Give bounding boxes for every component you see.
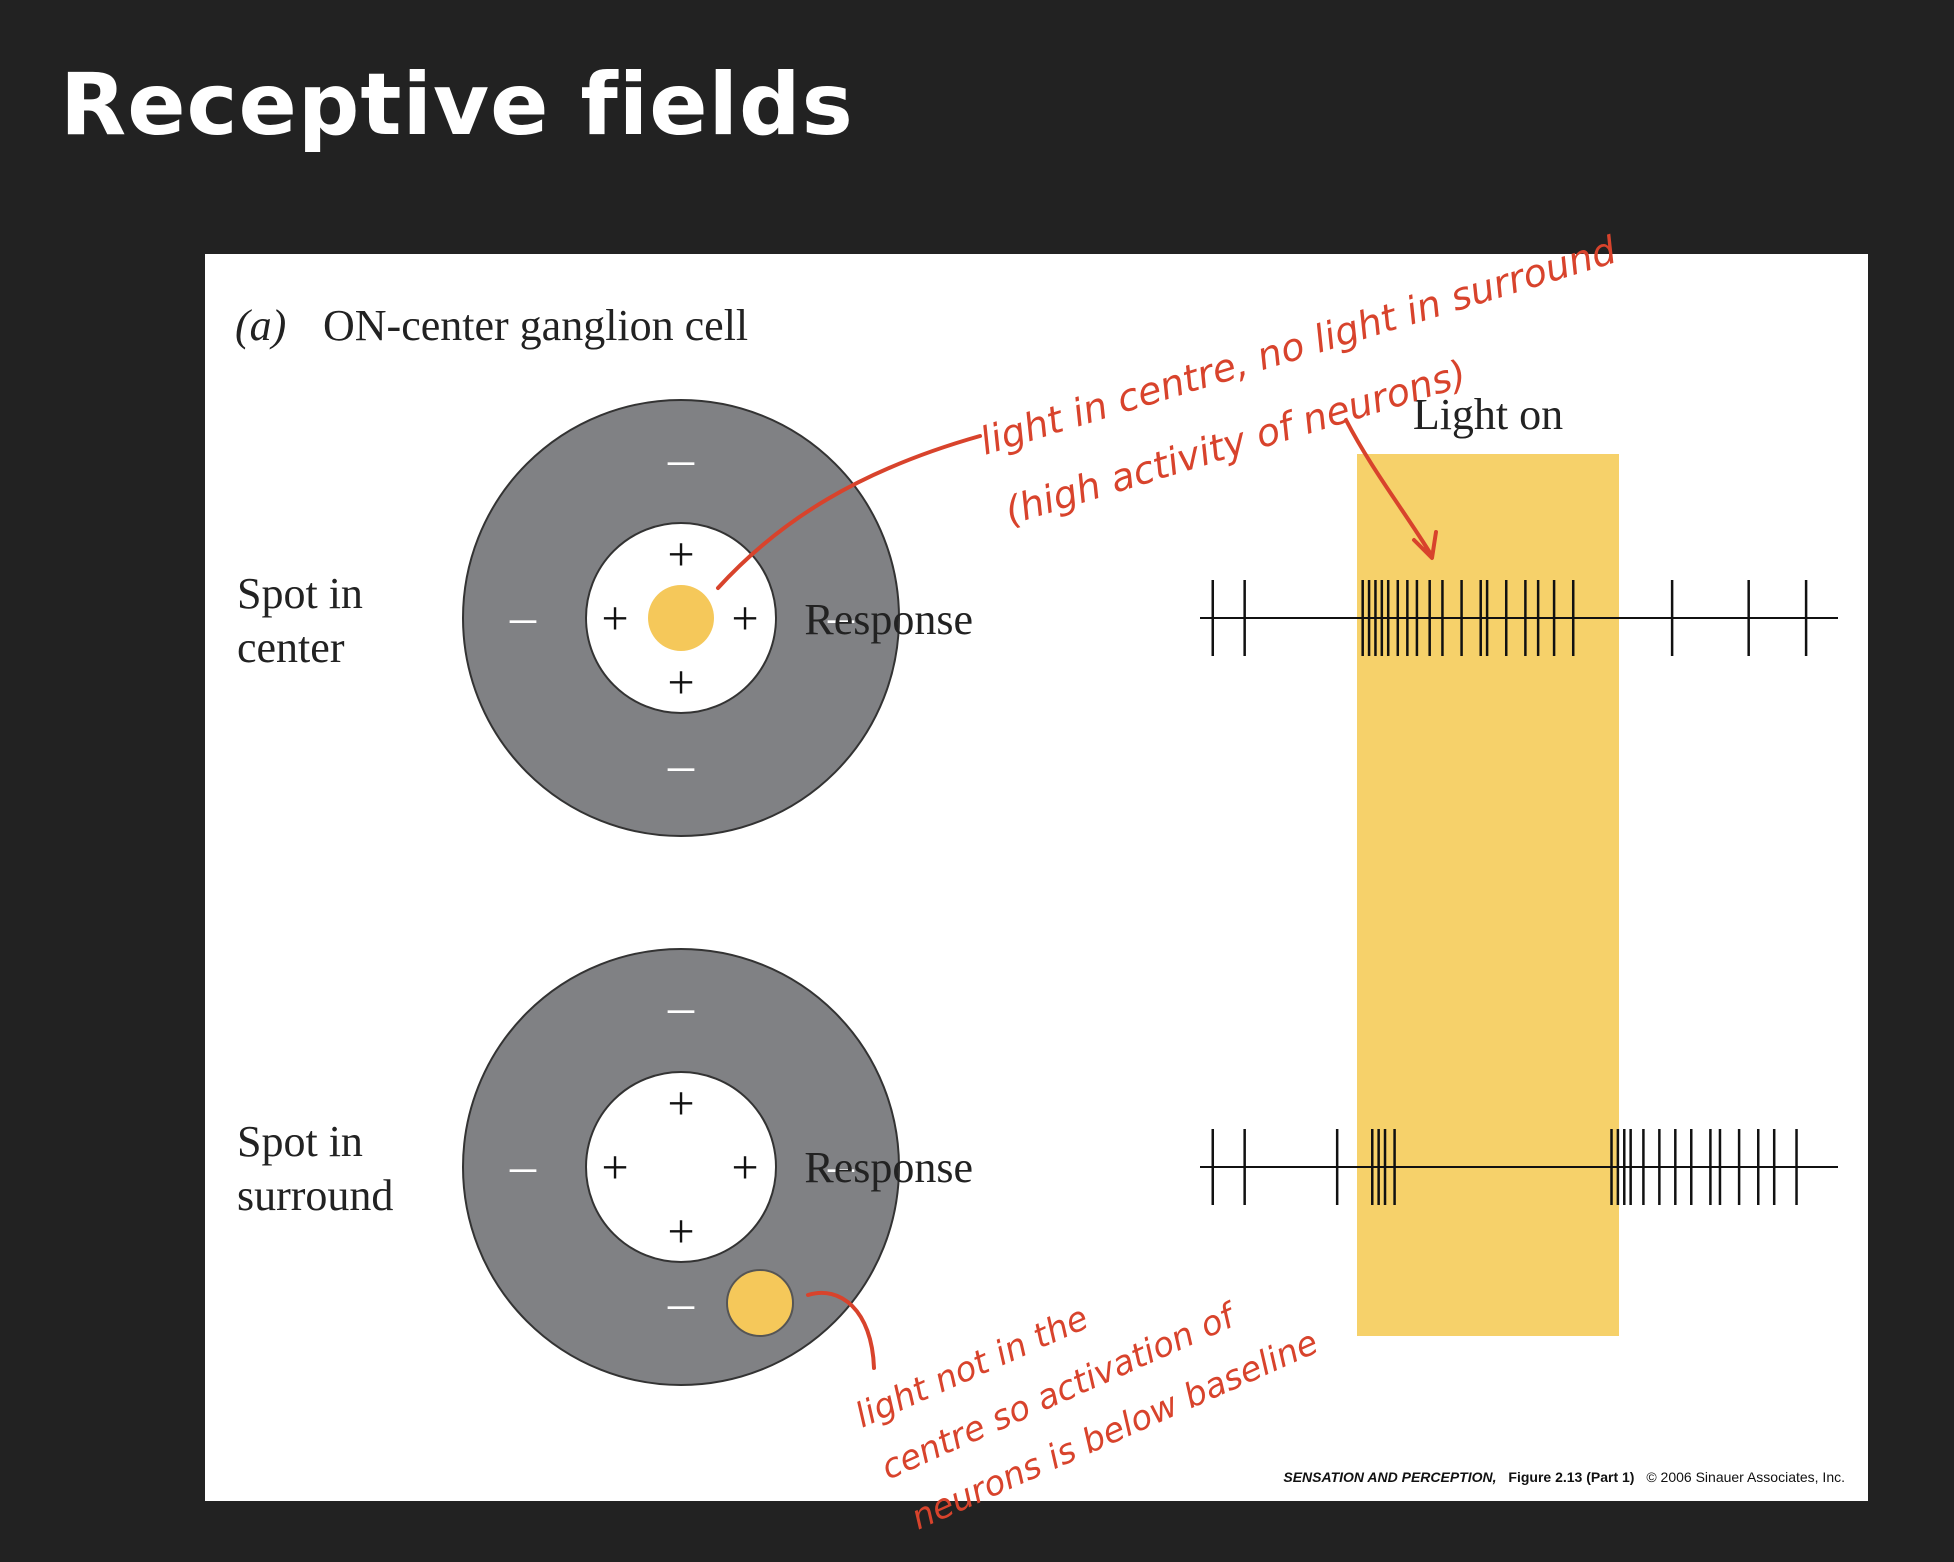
receptive-field-bottom: + + + + – – – –	[462, 948, 900, 1386]
panel-title: ON-center ganglion cell	[323, 301, 748, 350]
surround-sign: –	[827, 589, 855, 646]
light-on-label: Light on	[1413, 390, 1563, 439]
figure-panel: (a) ON-center ganglion cell Light on Spo…	[205, 254, 1868, 1501]
spike-train-top	[1200, 580, 1838, 656]
center-sign: +	[667, 1205, 694, 1258]
surround-sign: –	[667, 979, 695, 1036]
row2-response-label: Response	[804, 1143, 973, 1192]
spike-train-bottom	[1200, 1129, 1838, 1205]
light-spot-surround	[726, 1269, 794, 1337]
center-sign: +	[601, 592, 628, 645]
center-sign: +	[667, 1077, 694, 1130]
figure-svg: (a) ON-center ganglion cell Light on Spo…	[235, 301, 1845, 1485]
center-sign: +	[667, 656, 694, 709]
center-sign: +	[731, 1141, 758, 1194]
center-sign: +	[667, 528, 694, 581]
credit-copyright: © 2006 Sinauer Associates, Inc.	[1646, 1469, 1845, 1485]
surround-sign: –	[827, 1138, 855, 1195]
receptive-field-top: + + + + – – – –	[462, 399, 900, 837]
credit-book: SENSATION AND PERCEPTION,	[1283, 1469, 1496, 1485]
annotation-arrow-down	[1344, 418, 1438, 560]
credit-figure: Figure 2.13 (Part 1)	[1508, 1469, 1634, 1485]
row1-label-line2: center	[237, 623, 345, 672]
figure-credit: SENSATION AND PERCEPTION, Figure 2.13 (P…	[1283, 1469, 1845, 1485]
row1-label-line1: Spot in	[237, 569, 363, 618]
surround-sign: –	[509, 1138, 537, 1195]
slide-title: Receptive fields	[60, 55, 854, 155]
surround-sign: –	[667, 431, 695, 488]
surround-sign: –	[509, 589, 537, 646]
row2-label-line1: Spot in	[237, 1117, 363, 1166]
surround-sign: –	[667, 1275, 695, 1332]
row1-response-label: Response	[804, 595, 973, 644]
center-sign: +	[731, 592, 758, 645]
panel-label: (a)	[235, 301, 286, 350]
light-spot-center	[648, 585, 714, 651]
surround-sign: –	[667, 737, 695, 794]
annotation-arrow-bottom	[806, 1290, 876, 1370]
annotation-arrow-top	[716, 434, 982, 590]
row2-label-line2: surround	[237, 1171, 393, 1220]
center-sign: +	[601, 1141, 628, 1194]
